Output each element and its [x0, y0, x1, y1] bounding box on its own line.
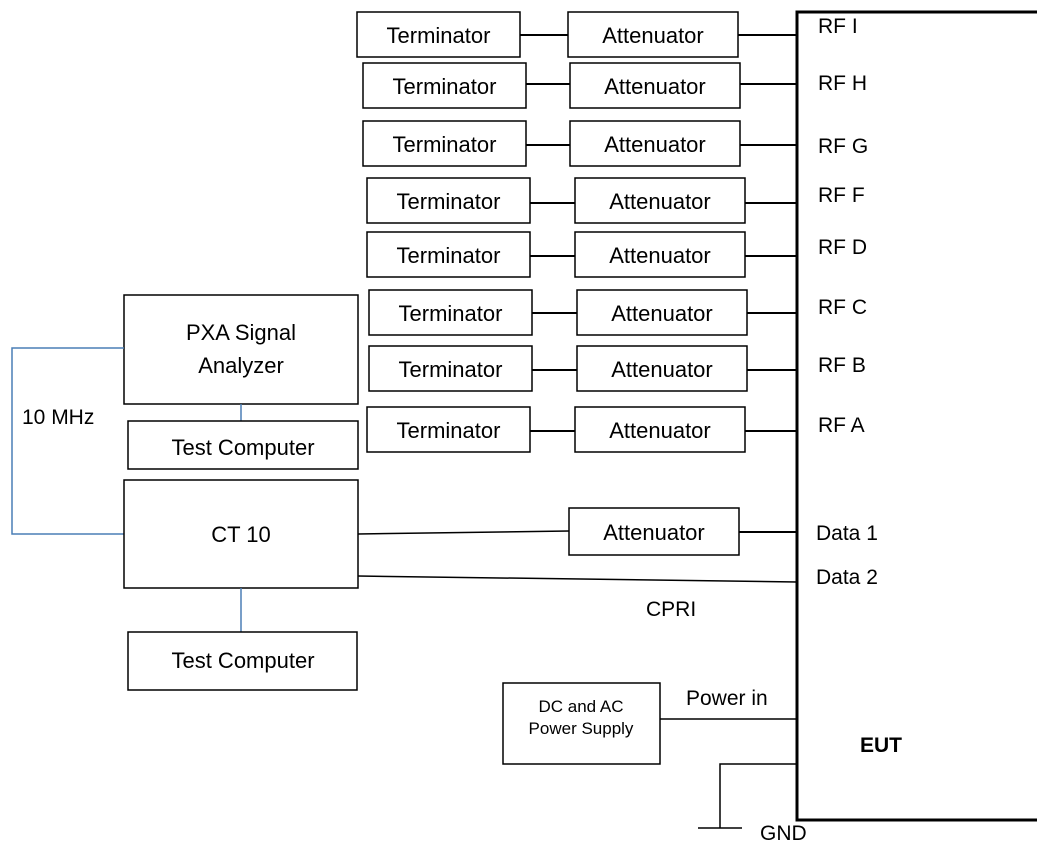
rf-chain: Terminator Attenuator RF H	[362, 62, 867, 109]
rf-port-label: RF I	[818, 15, 858, 38]
test-computer-top-label: Test Computer	[171, 435, 314, 460]
pxa-signal-analyzer-box	[123, 294, 359, 405]
ct10-to-data1-attenuator-link	[357, 530, 570, 535]
attenuator-label: Attenuator	[602, 23, 704, 48]
attenuator-label: Attenuator	[611, 301, 713, 326]
rf-port-label: RF B	[818, 354, 866, 377]
ref-10mhz-label: 10 MHz	[22, 406, 94, 429]
rf-chain: Terminator Attenuator RF G	[362, 120, 868, 167]
attenuator-label: Attenuator	[609, 418, 711, 443]
attenuator-label: Attenuator	[611, 357, 713, 382]
terminator-label: Terminator	[393, 74, 497, 99]
data1-port-label: Data 1	[816, 522, 878, 545]
rf-port-label: RF G	[818, 135, 868, 158]
rf-chain: Terminator Attenuator RF F	[366, 177, 865, 224]
rf-port-label: RF A	[818, 414, 865, 437]
rf-chain: Terminator Attenuator RF D	[366, 231, 867, 278]
pxa-label-line2: Analyzer	[198, 353, 284, 378]
power-in-label: Power in	[686, 687, 768, 710]
attenuator-box	[567, 11, 739, 58]
terminator-box	[366, 231, 531, 278]
test-computer-bottom-box	[127, 631, 358, 691]
attenuator-box	[574, 177, 746, 224]
rf-port-label: RF H	[818, 72, 867, 95]
terminator-box	[368, 289, 533, 336]
ref-10mhz-link	[11, 347, 124, 535]
terminator-label: Terminator	[397, 243, 501, 268]
test-computer-top-box	[127, 420, 359, 470]
attenuator-label: Attenuator	[604, 74, 706, 99]
pxa-label-line1: PXA Signal	[186, 320, 296, 345]
rf-port-label: RF C	[818, 296, 867, 319]
rf-chain: Terminator Attenuator RF B	[368, 345, 866, 392]
attenuator-box	[569, 120, 741, 167]
ct10-box	[123, 479, 359, 589]
terminator-label: Terminator	[397, 418, 501, 443]
attenuator-box	[576, 345, 748, 392]
terminator-label: Terminator	[399, 357, 503, 382]
attenuator-box	[574, 406, 746, 453]
cpri-label: CPRI	[646, 598, 696, 621]
data1-attenuator-label: Attenuator	[603, 520, 705, 545]
power-supply-box	[502, 682, 661, 765]
terminator-label: Terminator	[387, 23, 491, 48]
attenuator-label: Attenuator	[604, 132, 706, 157]
data1-attenuator-box	[568, 507, 740, 556]
power-supply-label-line2: Power Supply	[529, 719, 634, 738]
rf-port-label: RF D	[818, 236, 867, 259]
terminator-label: Terminator	[399, 301, 503, 326]
data2-port-label: Data 2	[816, 566, 878, 589]
rf-chain: Terminator Attenuator RF I	[356, 11, 858, 58]
attenuator-label: Attenuator	[609, 243, 711, 268]
ground-wire	[719, 763, 797, 828]
terminator-box	[362, 62, 527, 109]
attenuator-box	[574, 231, 746, 278]
terminator-box	[362, 120, 527, 167]
terminator-box	[356, 11, 521, 58]
power-supply-label-line1: DC and AC	[538, 697, 623, 716]
attenuator-label: Attenuator	[609, 189, 711, 214]
test-computer-bottom-label: Test Computer	[171, 648, 314, 673]
gnd-label: GND	[760, 822, 807, 843]
ct10-label: CT 10	[211, 522, 271, 547]
terminator-box	[366, 177, 531, 224]
rf-chain: Terminator Attenuator RF A	[366, 406, 865, 453]
attenuator-box	[576, 289, 748, 336]
eut-label: EUT	[860, 734, 902, 757]
terminator-label: Terminator	[393, 132, 497, 157]
ct10-to-data2-link	[357, 575, 798, 583]
terminator-box	[366, 406, 531, 453]
terminator-label: Terminator	[397, 189, 501, 214]
terminator-box	[368, 345, 533, 392]
rf-port-label: RF F	[818, 184, 865, 207]
attenuator-box	[569, 62, 741, 109]
eut-box	[795, 10, 1037, 822]
rf-chain: Terminator Attenuator RF C	[368, 289, 867, 336]
